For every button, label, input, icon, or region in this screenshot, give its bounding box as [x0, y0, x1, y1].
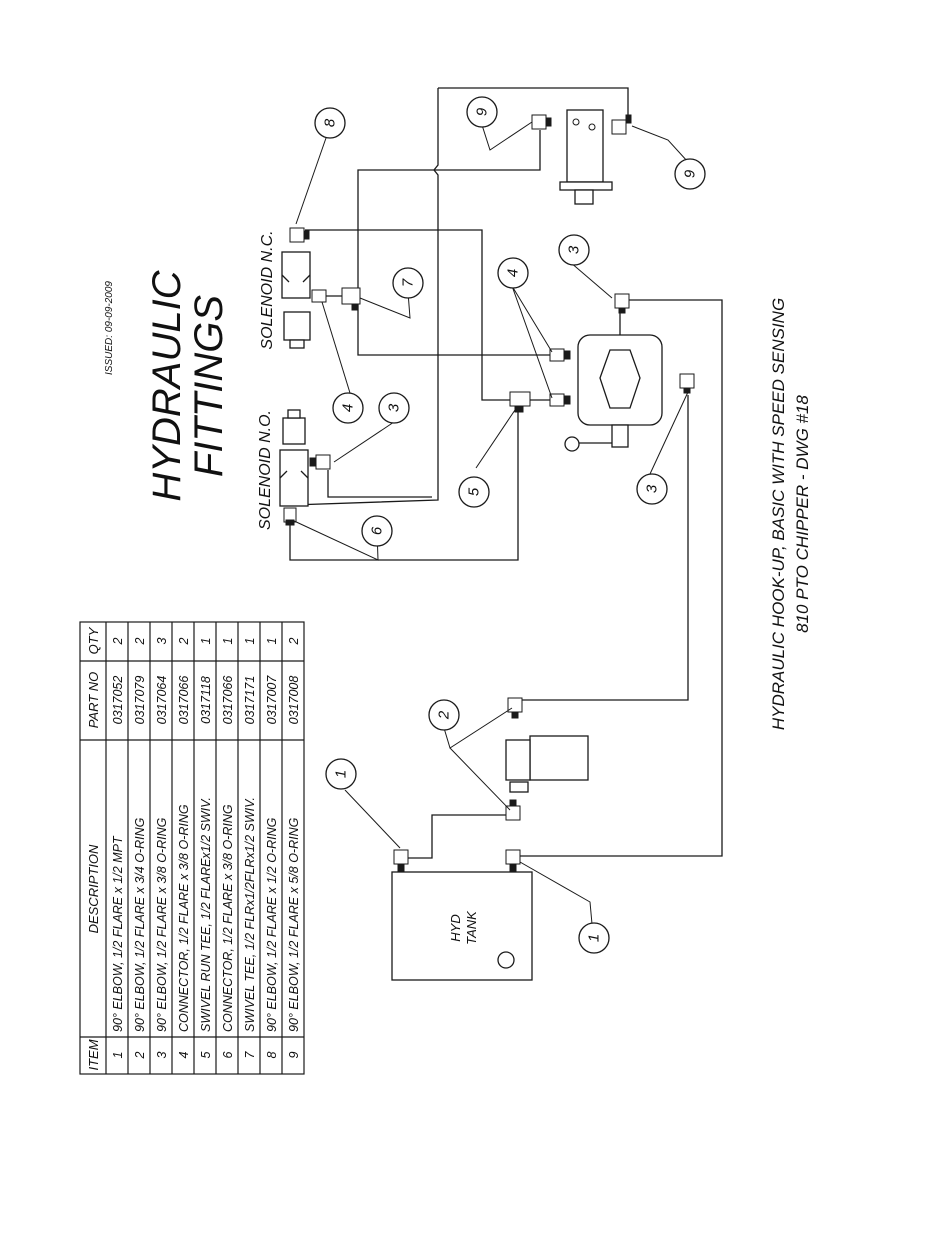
table-cell-part-no: 0317118 — [199, 676, 213, 724]
table-cell-description: 90° ELBOW, 1/2 FLARE x 1/2 MPT — [111, 835, 125, 1032]
table-cell-item: 9 — [287, 1051, 301, 1058]
svg-text:2: 2 — [436, 710, 453, 720]
caption-line1: HYDRAULIC HOOK-UP, BASIC WITH SPEED SENS… — [769, 298, 788, 730]
hydraulic-tank: HYD TANK — [391, 871, 533, 981]
callout-2: 2 — [428, 699, 460, 731]
callout-9a: 9 — [466, 96, 498, 128]
hyd-tank-label-2: TANK — [464, 910, 479, 945]
table-cell-part-no: 0317079 — [133, 676, 147, 725]
svg-text:4: 4 — [340, 404, 357, 412]
callout-bubbles: 8 9 9 3 7 4 4 3 5 3 6 2 1 1 — [314, 96, 706, 954]
table-cell-qty: 2 — [111, 637, 125, 645]
solenoid-nc — [281, 251, 311, 349]
hydraulic-filter — [505, 735, 589, 793]
table-cell-item: 7 — [243, 1050, 257, 1058]
svg-text:1: 1 — [333, 770, 350, 778]
table-header-item: ITEM — [86, 1039, 101, 1070]
parts-table: 190° ELBOW, 1/2 FLARE x 1/2 MPT031705222… — [79, 621, 305, 1075]
caption-line2: 810 PTO CHIPPER - DWG #18 — [793, 395, 812, 633]
table-cell-part-no: 0317064 — [155, 676, 169, 725]
svg-text:5: 5 — [466, 487, 483, 496]
solenoid-no-label: SOLENOID N.O. — [257, 410, 274, 530]
table-cell-qty: 1 — [243, 638, 257, 645]
svg-text:9: 9 — [682, 169, 699, 178]
table-cell-qty: 1 — [221, 638, 235, 645]
svg-text:3: 3 — [386, 403, 403, 412]
table-cell-description: CONNECTOR, 1/2 FLARE x 3/8 O-RING — [177, 804, 191, 1032]
callout-8: 8 — [314, 107, 346, 139]
table-cell-description: 90° ELBOW, 1/2 FLARE x 3/8 O-RING — [155, 817, 169, 1032]
table-cell-item: 2 — [133, 1051, 147, 1059]
table-cell-description: SWIVEL RUN TEE, 1/2 FLAREx1/2 SWIV. — [199, 797, 213, 1032]
callout-4b: 4 — [332, 392, 364, 424]
table-cell-qty: 1 — [199, 638, 213, 645]
solenoid-no — [279, 409, 309, 507]
callout-1a: 1 — [325, 758, 357, 790]
callout-3a: 3 — [558, 234, 590, 266]
table-header-qty: QTY — [86, 626, 101, 654]
fittings — [283, 114, 695, 873]
table-cell-item: 3 — [155, 1051, 169, 1058]
callout-leaders — [291, 121, 689, 925]
table-cell-qty: 2 — [177, 637, 191, 645]
table-cell-item: 6 — [221, 1051, 235, 1058]
table-cell-item: 8 — [265, 1051, 279, 1058]
svg-text:6: 6 — [369, 526, 386, 535]
table-cell-description: CONNECTOR, 1/2 FLARE x 3/8 O-RING — [221, 804, 235, 1032]
callout-5: 5 — [458, 476, 490, 508]
table-cell-qty: 3 — [155, 637, 169, 644]
callout-3c: 3 — [636, 473, 668, 505]
callout-4a: 4 — [497, 257, 529, 289]
table-cell-part-no: 0317008 — [287, 676, 301, 725]
table-cell-qty: 1 — [265, 638, 279, 645]
drawing-title-line1: HYDRAULIC — [145, 269, 189, 501]
table-cell-part-no: 0317066 — [177, 676, 191, 725]
table-cell-item: 4 — [177, 1051, 191, 1058]
svg-text:8: 8 — [322, 118, 339, 127]
solenoid-nc-label: SOLENOID N.C. — [259, 230, 276, 349]
callout-3b: 3 — [378, 392, 410, 424]
table-header-part-no: PART NO — [86, 672, 101, 729]
svg-text:3: 3 — [566, 245, 583, 254]
svg-text:9: 9 — [474, 107, 491, 116]
table-cell-item: 5 — [199, 1051, 213, 1058]
table-cell-description: 90° ELBOW, 1/2 FLARE x 1/2 O-RING — [265, 817, 279, 1032]
table-cell-part-no: 0317066 — [221, 676, 235, 725]
issued-date: ISSUED: 09-09-2009 — [104, 281, 115, 375]
svg-text:1: 1 — [586, 934, 603, 942]
hose-lines — [289, 87, 723, 859]
control-valve — [564, 334, 663, 452]
table-cell-description: SWIVEL TEE, 1/2 FLRx1/2FLRx1/2 SWIV. — [243, 797, 257, 1032]
table-header-description: DESCRIPTION — [86, 844, 101, 933]
table-cell-item: 1 — [111, 1052, 125, 1059]
hyd-tank-label: HYD — [448, 914, 463, 941]
callout-7: 7 — [392, 267, 424, 299]
callout-6: 6 — [361, 515, 393, 547]
table-cell-part-no: 0317171 — [243, 676, 257, 725]
hydraulic-motor — [559, 109, 613, 205]
table-cell-part-no: 0317007 — [265, 675, 279, 725]
callout-1b: 1 — [578, 922, 610, 954]
svg-text:4: 4 — [505, 269, 522, 277]
drawing-title-line2: FITTINGS — [187, 295, 231, 478]
table-cell-part-no: 0317052 — [111, 676, 125, 725]
callout-9b: 9 — [674, 158, 706, 190]
table-cell-qty: 2 — [287, 637, 301, 645]
table-cell-description: 90° ELBOW, 1/2 FLARE x 5/8 O-RING — [287, 817, 301, 1032]
svg-text:7: 7 — [400, 278, 417, 287]
svg-text:3: 3 — [644, 484, 661, 493]
table-cell-description: 90° ELBOW, 1/2 FLARE x 3/4 O-RING — [133, 817, 147, 1032]
table-cell-qty: 2 — [133, 637, 147, 645]
